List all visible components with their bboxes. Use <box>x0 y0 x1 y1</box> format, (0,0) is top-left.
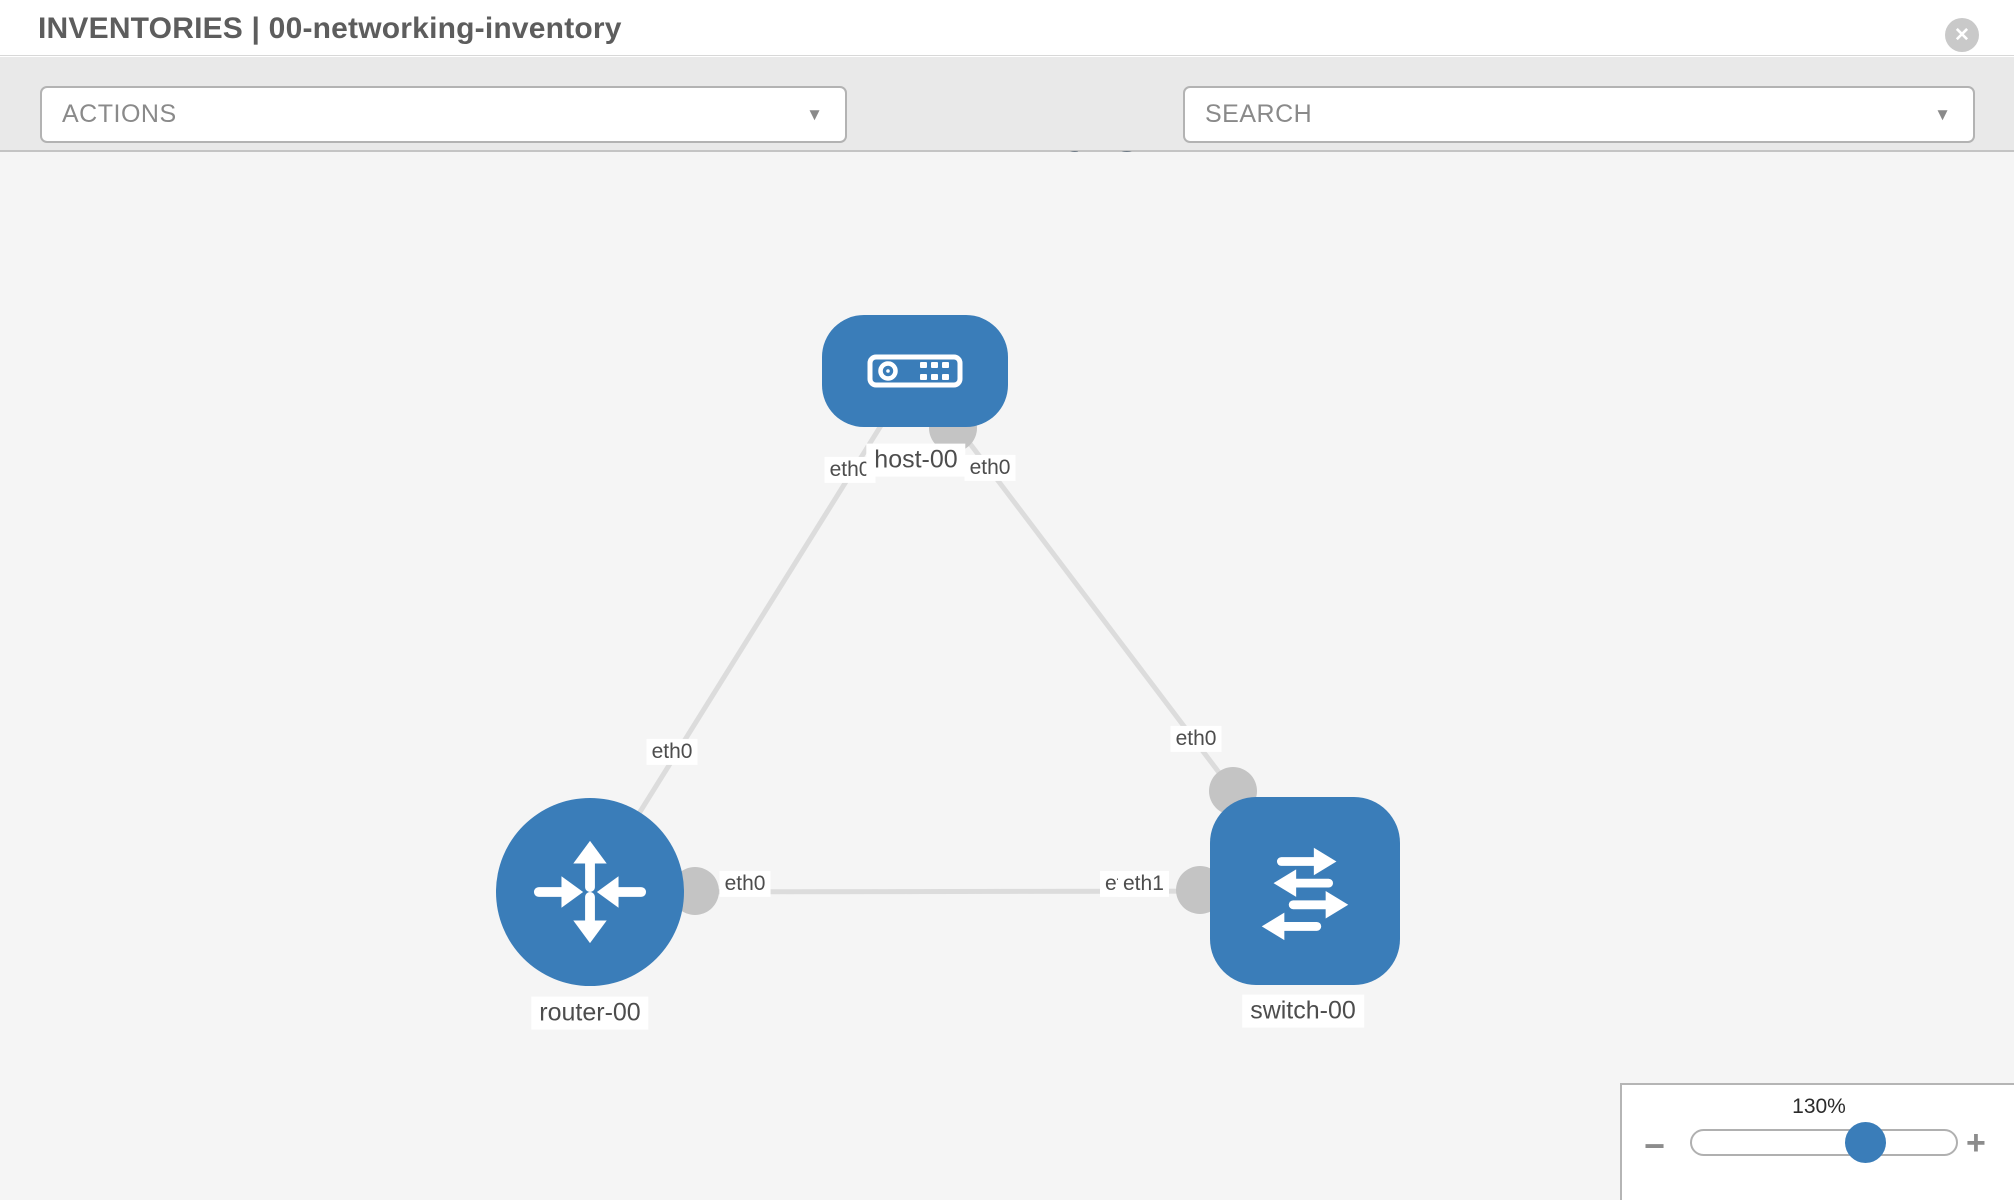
close-icon: ✕ <box>1954 24 1970 46</box>
header: INVENTORIES | 00-networking-inventory ✕ <box>0 0 2014 56</box>
toolbar: ACTIONS ▼ SEARCH ▼ <box>0 57 2014 191</box>
links-layer <box>587 369 1306 915</box>
node-label-host: host-00 <box>866 443 966 477</box>
chevron-down-icon: ▼ <box>806 104 823 124</box>
interface-label: eth0 <box>964 454 1016 482</box>
zoom-slider-thumb[interactable] <box>1845 1122 1886 1163</box>
router-icon <box>533 840 647 944</box>
zoom-slider-track[interactable] <box>1690 1122 1958 1163</box>
search-dropdown-label: SEARCH <box>1205 100 1313 128</box>
node-label-switch: switch-00 <box>1242 994 1364 1028</box>
interface-label: eth0 <box>1170 725 1222 753</box>
actions-dropdown-label: ACTIONS <box>62 100 177 128</box>
close-button[interactable]: ✕ <box>1945 18 1979 52</box>
chevron-down-icon: ▼ <box>1934 104 1951 124</box>
node-router-00[interactable] <box>496 798 684 986</box>
node-label-router: router-00 <box>531 996 649 1030</box>
search-dropdown[interactable]: SEARCH ▼ <box>1183 86 1975 143</box>
zoom-level-value: 130% <box>1792 1095 1846 1118</box>
zoom-out-button[interactable]: − <box>1644 1125 1666 1166</box>
page-title: INVENTORIES | 00-networking-inventory <box>38 12 622 45</box>
interface-label: eth0 <box>719 870 771 898</box>
actions-dropdown[interactable]: ACTIONS ▼ <box>40 86 847 143</box>
interface-label: eth0 <box>646 738 698 766</box>
node-switch-00[interactable] <box>1210 797 1400 985</box>
zoom-in-button[interactable]: + <box>1966 1124 1986 1162</box>
topology-canvas[interactable]: eth0 eth0 eth0 eth0 eth0 et eth1 host-00… <box>0 152 2014 1200</box>
node-host-00[interactable] <box>822 315 1008 427</box>
interface-label: eth1 <box>1118 870 1169 898</box>
switch-icon <box>1261 847 1349 941</box>
host-icon <box>867 354 963 388</box>
